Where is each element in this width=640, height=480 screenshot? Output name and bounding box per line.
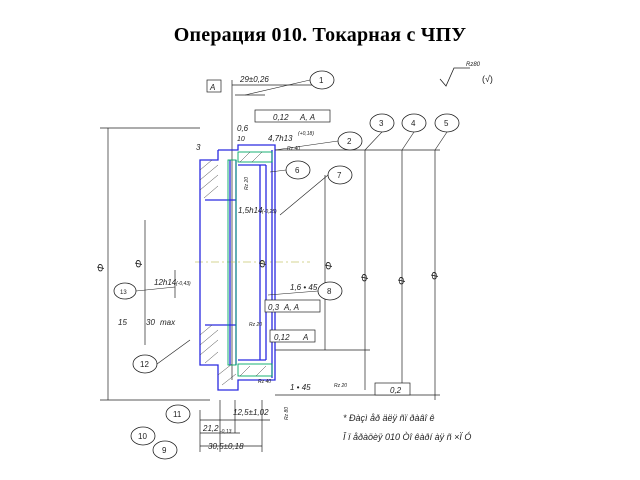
tol-012-ref: А — [302, 333, 308, 342]
section-hatching — [199, 151, 267, 386]
runout-ref: А, А — [299, 113, 315, 122]
dim-thirty: 30 — [146, 318, 155, 327]
chamfer-06: 0,6 — [237, 124, 249, 133]
rz40-a: Rz 40 — [287, 146, 300, 152]
note-line-2: Î ï åðàöèÿ 010 Òî êàðí àÿ ñ ×Ï Ó — [343, 432, 471, 442]
len-305: 30,5±0,18 — [208, 442, 244, 451]
rz40-b: Rz 40 — [258, 379, 271, 385]
dim-12h14: 12h14 — [154, 278, 177, 287]
callout-5: 5 — [444, 119, 449, 128]
callout-2: 2 — [347, 137, 352, 146]
tol-03-ref: А, А — [283, 303, 299, 312]
dim-h14: 1,5h14 — [238, 206, 263, 215]
dim-h14-tol: (-0,25) — [262, 209, 277, 215]
callout-12: 12 — [140, 360, 149, 369]
len-212: 21,2 — [202, 424, 219, 433]
dim-three: 3 — [196, 143, 201, 152]
roughness-top-value: Rz80 — [466, 62, 481, 68]
callout-circles — [113, 70, 460, 460]
leader-lines — [135, 79, 448, 365]
dim-12h14-tol: (-0,43) — [176, 281, 191, 287]
callout-4: 4 — [411, 119, 416, 128]
rz80: Rz 80 — [284, 407, 290, 420]
groove-tol: (+0,18) — [298, 131, 314, 137]
hatch-regions — [227, 151, 273, 377]
dim-max: max — [160, 318, 176, 327]
tol-03: 0,3 — [268, 303, 280, 312]
callout-6: 6 — [295, 166, 300, 175]
callout-10: 10 — [138, 432, 147, 441]
roughness-symbol: Rz80 (√) — [439, 62, 493, 87]
len-125: 12,5±1,02 — [233, 408, 269, 417]
runout-value: 0,12 — [273, 113, 289, 122]
roughness-top-symbol: (√) — [482, 74, 493, 84]
callout-3: 3 — [379, 119, 384, 128]
rz20-c: Rz 20 — [334, 383, 347, 389]
rz20-a: Rz 20 — [244, 177, 250, 190]
chamfer-16: 1,6 • 45 — [290, 283, 318, 292]
callout-7: 7 — [337, 171, 342, 180]
callout-8: 8 — [327, 287, 332, 296]
page-title: Операция 010. Токарная с ЧПУ — [173, 24, 467, 46]
callout-11: 11 — [173, 410, 182, 419]
tol-012: 0,12 — [274, 333, 290, 342]
angle-15: 15 — [118, 318, 127, 327]
dia-outer: Φ — [96, 264, 107, 272]
dia-5: Φ — [397, 277, 408, 285]
callout-1: 1 — [319, 76, 324, 85]
note-line-1: * Ðàçì åð äëÿ ñï ðàâî ê — [343, 413, 435, 423]
callout-13: 13 — [120, 290, 127, 296]
groove-h13: 4,7h13 — [268, 134, 293, 143]
dia-3: Φ — [324, 262, 335, 270]
rz20-b: Rz 20 — [249, 322, 262, 328]
callout-9: 9 — [162, 446, 167, 455]
datum-label: А — [209, 83, 215, 92]
len-212-tol: -0,13 — [220, 429, 232, 435]
chamfer-1: 1 • 45 — [290, 383, 311, 392]
dim-width-29: 29±0,26 — [239, 75, 269, 84]
control-frames — [206, 79, 411, 396]
dia-6: Φ — [430, 272, 441, 280]
dim-ten: 10 — [237, 136, 245, 143]
tol-02: 0,2 — [390, 386, 402, 395]
dimension-lines — [100, 80, 440, 452]
dia-bore: Φ — [258, 260, 269, 268]
dia-4: Φ — [360, 274, 371, 282]
dia-inner: Φ — [134, 260, 145, 268]
